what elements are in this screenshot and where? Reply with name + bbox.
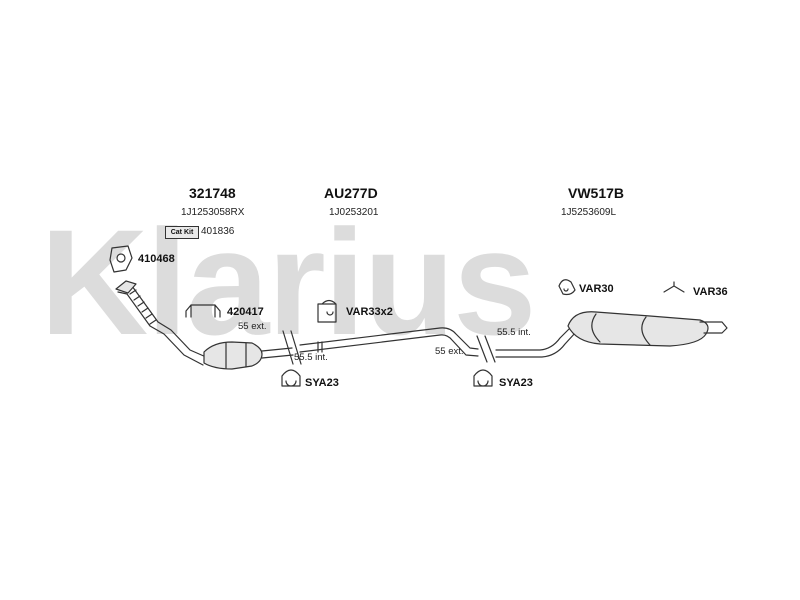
oem-code-front: 1J1253058RX xyxy=(181,207,245,218)
oem-code-rear: 1J5253609L xyxy=(561,207,617,218)
clamp-left-label: SYA23 xyxy=(305,377,339,389)
bracket-label: 420417 xyxy=(227,306,264,318)
oem-code-middle: 1J0253201 xyxy=(329,207,379,218)
bracket-icon xyxy=(185,304,221,318)
flexi-section xyxy=(129,289,157,325)
middle-pipe-clamp xyxy=(317,341,323,353)
front-flange xyxy=(115,280,137,294)
part-number-rear: VW517B xyxy=(568,185,625,201)
joint-left xyxy=(282,330,302,365)
joint-note-left-lower: 55.5 int. xyxy=(294,352,328,363)
rubber-front-icon xyxy=(558,279,576,296)
brand-watermark: Klarius xyxy=(40,212,537,352)
cat-kit-badge: Cat Kit xyxy=(165,226,199,239)
catalytic-converter xyxy=(203,341,263,370)
joint-note-right-lower: 55 ext. xyxy=(435,346,464,357)
front-downpipe xyxy=(117,285,207,366)
part-number-middle: AU277D xyxy=(324,185,378,201)
clamp-set-icon xyxy=(317,299,337,323)
tailpipe xyxy=(699,321,728,334)
rear-silencer xyxy=(567,311,709,347)
joint-right xyxy=(476,335,496,363)
clamp-left-icon xyxy=(281,369,301,387)
joint-note-right-upper: 55.5 int. xyxy=(497,327,531,338)
gasket-icon xyxy=(109,245,133,273)
middle-pipe xyxy=(299,327,479,357)
gasket-label: 410468 xyxy=(138,253,175,265)
clamp-set-label: VAR33x2 xyxy=(346,306,393,318)
cat-kit-code: 401836 xyxy=(201,226,235,237)
joint-note-left-upper: 55 ext. xyxy=(238,321,267,332)
clamp-right-label: SYA23 xyxy=(499,377,533,389)
rear-pipe xyxy=(495,325,577,358)
rubber-rear-icon xyxy=(663,281,685,293)
part-number-front: 321748 xyxy=(189,185,236,201)
rubber-front-label: VAR30 xyxy=(579,283,614,295)
clamp-right-icon xyxy=(473,369,493,387)
rubber-rear-label: VAR36 xyxy=(693,286,728,298)
